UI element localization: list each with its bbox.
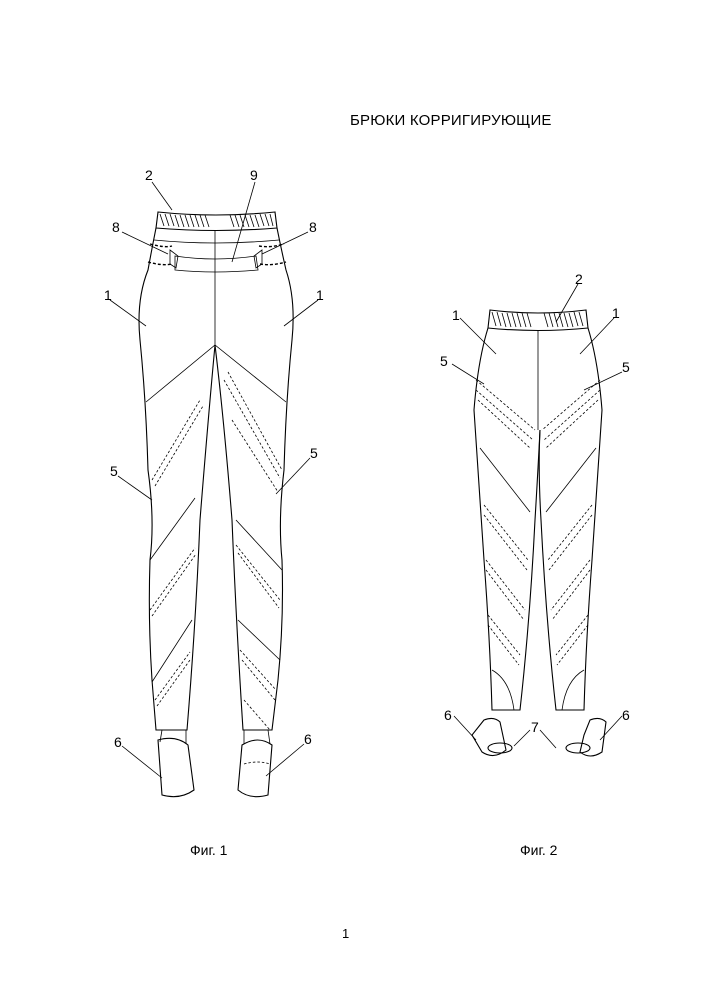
fig2-waistband: [488, 310, 588, 331]
fig1-label-6-right: 6: [304, 731, 312, 747]
fig1-element-8-right: [254, 250, 262, 268]
fig2-label-6-left: 6: [444, 707, 452, 723]
figure-2-caption: Фиг. 2: [520, 842, 557, 858]
fig2-left-stripes: [476, 380, 535, 710]
fig1-strap-6-right: [238, 740, 272, 797]
fig2-loop-7-left: [488, 743, 512, 753]
fig2-label-5-left: 5: [440, 353, 448, 369]
figure-1-caption: Фиг. 1: [190, 842, 227, 858]
fig2-label-5-right: 5: [622, 359, 630, 375]
fig1-label-2: 2: [145, 167, 153, 183]
fig1-label-5-left: 5: [110, 463, 118, 479]
fig2-label-7: 7: [531, 719, 539, 735]
fig2-label-6-right: 6: [622, 707, 630, 723]
fig1-left-leg: [139, 228, 215, 730]
fig1-label-1-left: 1: [104, 287, 112, 303]
page-number: 1: [342, 926, 349, 941]
fig1-yoke-line: [154, 240, 279, 243]
fig2-label-1-left: 1: [452, 307, 460, 323]
fig1-label-6-left: 6: [114, 734, 122, 750]
fig2-label-1-right: 1: [612, 305, 620, 321]
fig1-waistband-texture: [160, 214, 273, 227]
fig1-right-leg: [215, 228, 293, 730]
fig1-label-5-right: 5: [310, 445, 318, 461]
fig1-label-1-right: 1: [316, 287, 324, 303]
fig1-strap-6-left: [158, 738, 194, 796]
fig2-loop-7-right: [566, 743, 590, 753]
fig1-right-stripes: [224, 372, 282, 730]
fig1-waistband: [156, 212, 277, 231]
fig1-left-stripes: [150, 400, 203, 706]
fig1-label-8-left: 8: [112, 219, 120, 235]
fig1-element-8-left: [170, 250, 178, 268]
fig1-label-8-right: 8: [309, 219, 317, 235]
fig2-left-leg: [474, 328, 540, 710]
fig2-label-2: 2: [575, 271, 583, 287]
fig2-right-leg: [539, 328, 602, 710]
fig1-panel-9: [175, 256, 258, 272]
figure-2-drawing: 2 1 1 5 5 6 6 7: [440, 271, 630, 756]
fig1-label-9: 9: [250, 167, 258, 183]
figure-1-drawing: 2 9 8 8 1 1 5 5 6 6: [104, 167, 324, 797]
